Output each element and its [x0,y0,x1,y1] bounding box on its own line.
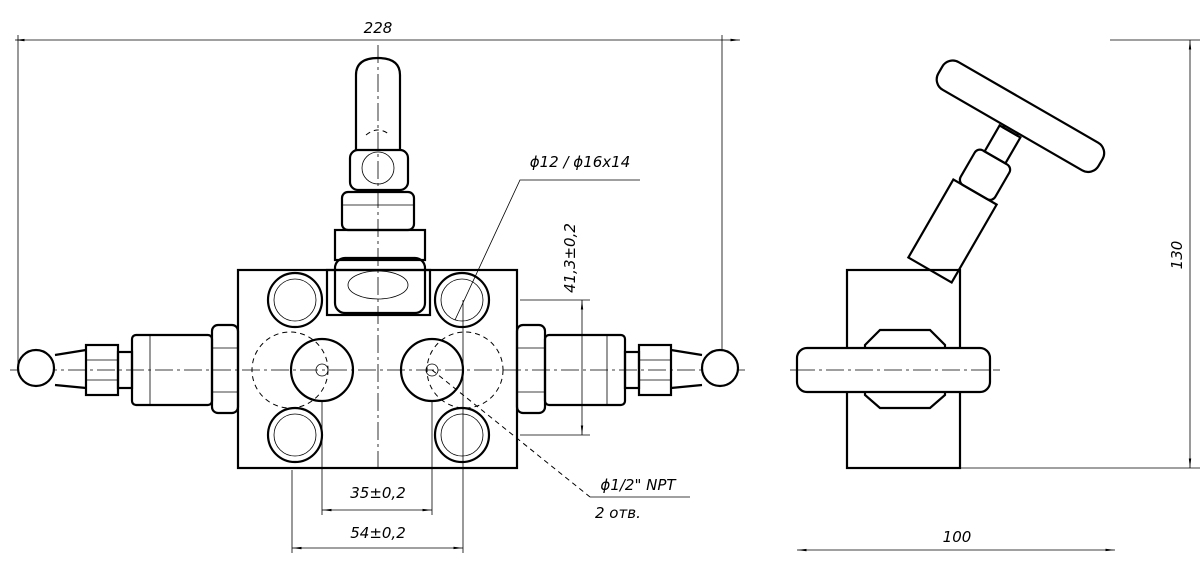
dim-130-label: 130 [1168,241,1186,270]
pipe-callout-label: ϕ12 / ϕ16x14 [530,153,631,171]
t-handle [935,59,1106,174]
dim-54-label: 54±0,2 [350,524,406,542]
thread-count-label: 2 отв. [595,504,641,522]
npt-ports [251,331,504,409]
thread-callout-label: ϕ1/2" NPT [600,476,677,494]
left-valve [16,323,240,415]
dim-41-label: 41,3±0,2 [561,223,579,293]
mounting-holes [266,271,491,464]
side-view [790,39,1200,552]
manifold-body [236,268,519,470]
front-view [10,35,745,553]
top-valve [333,56,427,315]
right-valve [515,323,740,415]
dim-228-label: 228 [364,19,393,37]
dim-100-label: 100 [943,528,972,546]
dim-35-label: 35±0,2 [350,484,406,502]
